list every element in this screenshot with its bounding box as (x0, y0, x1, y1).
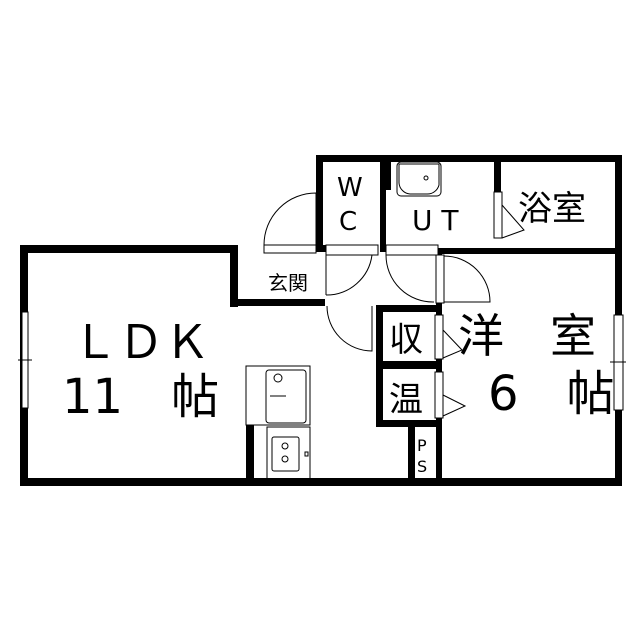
washbasin-icon (396, 161, 442, 197)
western-room-name-label: 洋 室 (458, 309, 596, 363)
ut-label: U T (412, 204, 459, 237)
room-labels: ＬＤＫ 11 帖 洋 室 6 帖 W C U T 浴室 玄関 収 温 P S (62, 173, 615, 476)
wc-label-c: C (339, 207, 357, 237)
ldk-size-label: 11 帖 (62, 369, 219, 425)
doors (263, 191, 525, 419)
ps-label-p: P (417, 436, 427, 455)
stove-icon (266, 426, 311, 481)
kitchen-sink-icon (245, 365, 311, 426)
wc-label-w: W (337, 173, 363, 203)
western-room-size-label: 6 帖 (488, 366, 615, 422)
entrance-label: 玄関 (268, 271, 308, 295)
ps-label-s: S (417, 457, 427, 476)
storage-label: 収 (389, 320, 423, 360)
windows (18, 311, 626, 411)
water-heater-label: 温 (389, 380, 423, 420)
fixtures (245, 161, 442, 481)
ldk-name-label: ＬＤＫ (72, 315, 210, 369)
bath-label: 浴室 (518, 189, 586, 229)
